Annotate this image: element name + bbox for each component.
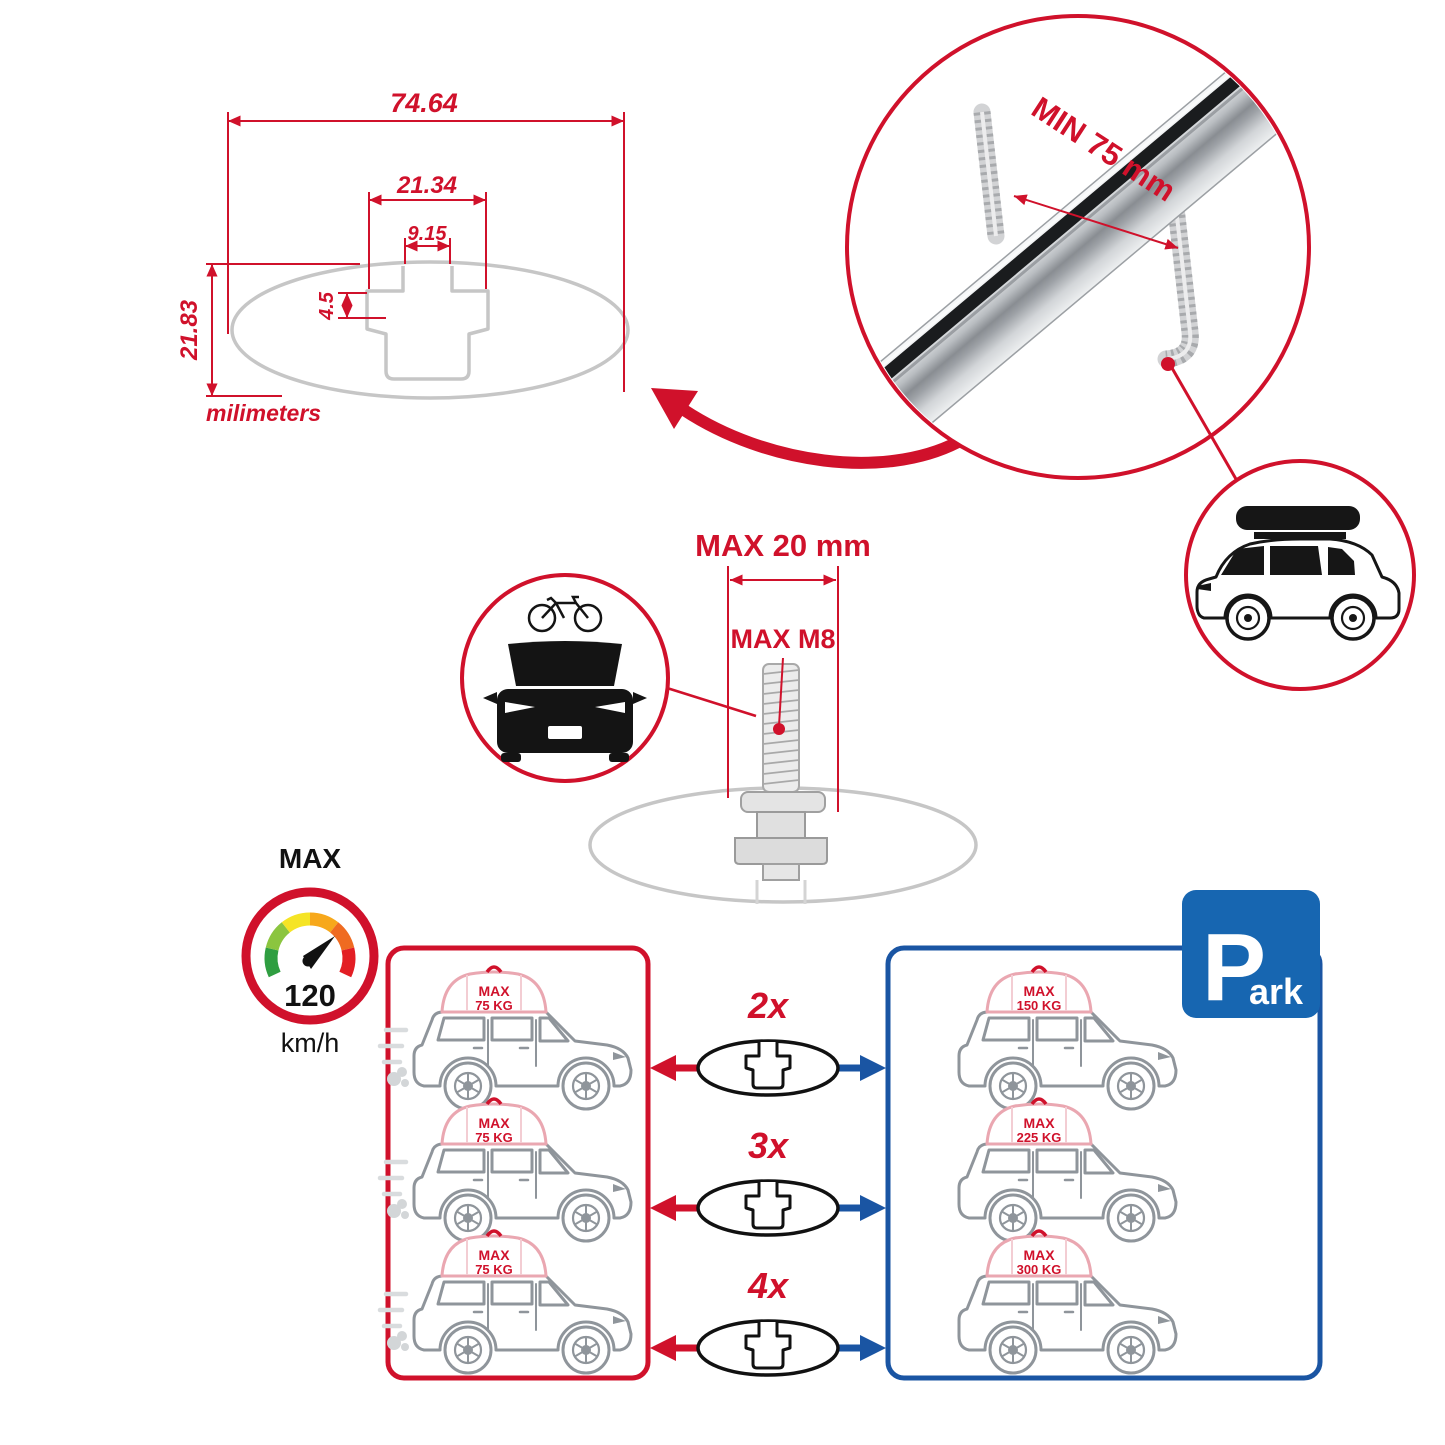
- left-arrowhead: [650, 1055, 676, 1081]
- cargo-load-label: 150 KG: [1017, 998, 1062, 1013]
- right-arrowhead: [860, 1055, 886, 1081]
- pointer-arrowhead: [651, 388, 698, 429]
- headlights: [505, 702, 625, 713]
- bar-count-label: 3x: [748, 1125, 790, 1166]
- thread-point-dot: [773, 723, 785, 735]
- bolt-thread-label: MAX M8: [730, 624, 835, 654]
- bar-count-row: 3x: [650, 1125, 886, 1237]
- front-bubble-connector: [666, 686, 757, 718]
- bar-count-label: 2x: [747, 985, 790, 1026]
- cargo-max-label: MAX: [1023, 1247, 1055, 1263]
- right-arrowhead: [860, 1195, 886, 1221]
- license-plate: [548, 726, 582, 739]
- bicycle-icon: [527, 595, 603, 633]
- cargo-load-label: 75 KG: [475, 1262, 513, 1277]
- park-rest: ark: [1249, 971, 1304, 1012]
- vehicle-front-bubble: [460, 573, 757, 783]
- cargo-load-label: 75 KG: [475, 998, 513, 1013]
- cargo-max-label: MAX: [478, 1115, 510, 1131]
- gauge-heading: MAX: [279, 843, 342, 874]
- vehicle-roofbox-bubble: [1170, 367, 1416, 691]
- roof-box-icon: [1236, 506, 1360, 530]
- dim-channel-width: 21.34: [396, 172, 457, 199]
- gauge-value: 120: [284, 978, 336, 1013]
- cargo-max-label: MAX: [478, 983, 510, 999]
- car-front-icon: [483, 641, 647, 762]
- clamp-span-arrow: [1013, 194, 1179, 250]
- driving-car-row: MAX 75 KG: [380, 1097, 631, 1241]
- right-arrowhead: [860, 1335, 886, 1361]
- crossbar-detail-bubble: MIN 75 mm: [845, 14, 1311, 480]
- park-letter: P: [1202, 914, 1266, 1021]
- cargo-max-label: MAX: [1023, 983, 1055, 999]
- parked-panel: [885, 945, 1323, 1381]
- dim-units-label: milimeters: [206, 400, 321, 426]
- dim-slot-width: 9.15: [408, 223, 448, 245]
- bolt-dimension-lines: [727, 566, 839, 812]
- speed-limit-gauge: MAX 120 km/h: [241, 843, 379, 1058]
- parked-car-row: MAX 300 KG: [959, 1229, 1176, 1373]
- left-arrowhead: [650, 1195, 676, 1221]
- dim-lip-height: 4.5: [316, 291, 338, 321]
- bar-count-row: 2x: [650, 985, 886, 1097]
- t-slot-profile: [365, 266, 490, 381]
- cargo-max-label: MAX: [478, 1247, 510, 1263]
- clamp-point-dot: [1161, 357, 1175, 371]
- dimension-lines: [206, 112, 625, 397]
- cross-section-diagram: 74.64 21.34 9.15 4.5 21.83 milimeters: [176, 88, 630, 426]
- bar-count-label: 4x: [747, 1265, 790, 1306]
- u-bolt-rod-left: [973, 103, 1005, 245]
- cargo-load-label: 225 KG: [1017, 1130, 1062, 1145]
- cargo-load-label: 300 KG: [1017, 1262, 1062, 1277]
- suv-with-roofbox-icon: [1195, 506, 1401, 641]
- driving-car-row: MAX 75 KG: [380, 1229, 631, 1373]
- bolt-detail: MAX 20 mm MAX M8: [588, 528, 978, 904]
- parked-car-row: MAX 150 KG: [959, 965, 1176, 1109]
- driving-car-row: MAX 75 KG: [380, 965, 631, 1109]
- dim-total-width: 74.64: [390, 88, 458, 118]
- capacity-section: MAX 120 km/h P ark MAX 75 KG: [241, 843, 1323, 1381]
- parked-car-row: MAX 225 KG: [959, 1097, 1176, 1241]
- pointer-arrow: [651, 388, 964, 469]
- gauge-unit: km/h: [281, 1028, 340, 1058]
- dim-total-height: 21.83: [176, 299, 203, 361]
- left-arrowhead: [650, 1335, 676, 1361]
- bolt-length-label: MAX 20 mm: [695, 528, 871, 563]
- cargo-max-label: MAX: [1023, 1115, 1055, 1131]
- park-sign: P ark: [1182, 890, 1320, 1021]
- bubble-connector: [1170, 367, 1242, 487]
- bar-count-row: 4x: [650, 1265, 886, 1377]
- cargo-load-label: 75 KG: [475, 1130, 513, 1145]
- gauge-arcs: [264, 912, 356, 978]
